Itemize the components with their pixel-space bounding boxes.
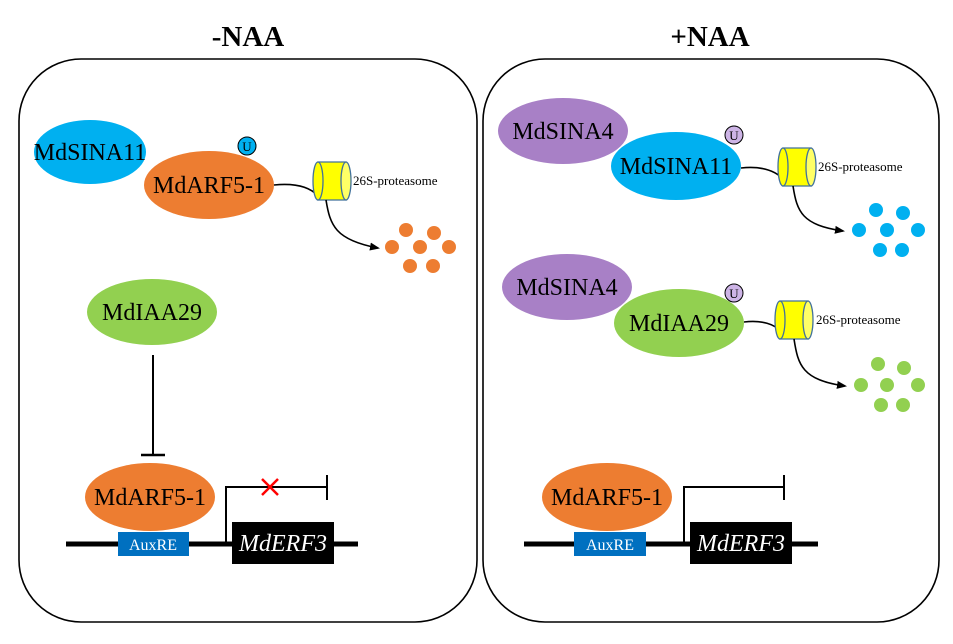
protein-label: MdIAA29 — [102, 300, 202, 326]
auxre-label: AuxRE — [129, 537, 177, 554]
connector-line — [273, 183, 319, 197]
protein-label: MdIAA29 — [629, 311, 729, 337]
sina4-iaa29-complex: MdSINA4 MdIAA29 U — [502, 254, 744, 357]
protein-mdsina4 — [498, 98, 628, 164]
protein-label: MdSINA11 — [34, 140, 146, 166]
protein-mdsina4 — [502, 254, 632, 320]
protein-mdarf5-1-bound — [85, 463, 215, 531]
cell-boundary — [18, 58, 478, 623]
protein-mdiaa29 — [614, 289, 744, 357]
protein-label: MdARF5-1 — [551, 485, 663, 511]
proteasome-icon — [312, 161, 352, 201]
proteasome-label: 26S-proteasome — [816, 312, 901, 327]
protein-mdsina11 — [611, 132, 741, 200]
gene-box — [690, 522, 792, 564]
protein-mdarf5-1 — [144, 151, 274, 219]
degraded-fragments-sina11 — [852, 203, 925, 257]
protein-label: MdSINA11 — [620, 154, 732, 180]
degraded-fragments-arf — [385, 223, 456, 273]
panel-title: +NAA — [670, 21, 749, 53]
svg-text:U: U — [242, 139, 252, 154]
protein-mdsina11 — [34, 120, 146, 184]
cell-boundary — [482, 58, 940, 623]
panel-plus-naa: +NAA MdSINA4 MdSINA11 U 26S-proteasome — [482, 21, 940, 623]
sina4-sina11-complex: MdSINA4 MdSINA11 U — [498, 98, 744, 200]
degradation-arrow — [793, 338, 847, 389]
degradation-arrow — [325, 199, 380, 251]
protein-mdarf5-1-bound — [542, 463, 672, 531]
panel-minus-naa: -NAA MdSINA11 MdARF5-1 U 26S-proteasome — [18, 21, 478, 623]
protein-label: MdSINA4 — [516, 275, 617, 301]
proteasome-label: 26S-proteasome — [353, 173, 438, 188]
protein-label: MdSINA4 — [512, 119, 613, 145]
panel-title: -NAA — [212, 21, 285, 53]
protein-label: MdARF5-1 — [94, 485, 206, 511]
degradation-arrow — [792, 185, 845, 234]
transcription-start-arrow — [683, 486, 784, 543]
transcription-start-arrow — [225, 486, 327, 543]
degraded-fragments-iaa29 — [854, 357, 925, 412]
auxre-element — [574, 532, 646, 556]
ubiquitin-icon: U — [724, 125, 744, 145]
proteasome-icon — [774, 300, 814, 340]
ubiquitin-icon: U — [724, 283, 744, 303]
proteasome-icon — [777, 147, 817, 187]
proteasome-label: 26S-proteasome — [818, 159, 903, 174]
sina11-arf-complex: MdSINA11 MdARF5-1 U — [34, 120, 274, 219]
svg-text:U: U — [729, 286, 739, 301]
svg-text:U: U — [729, 128, 739, 143]
block-cross-icon — [261, 478, 279, 496]
protein-label: MdARF5-1 — [153, 173, 265, 199]
gene-label: MdERF3 — [238, 531, 327, 557]
gene-label: MdERF3 — [696, 531, 785, 557]
gene-box — [232, 522, 334, 564]
ubiquitin-icon: U — [237, 136, 257, 156]
protein-mdiaa29 — [87, 279, 217, 345]
auxre-element — [118, 532, 189, 556]
auxre-label: AuxRE — [586, 537, 634, 554]
